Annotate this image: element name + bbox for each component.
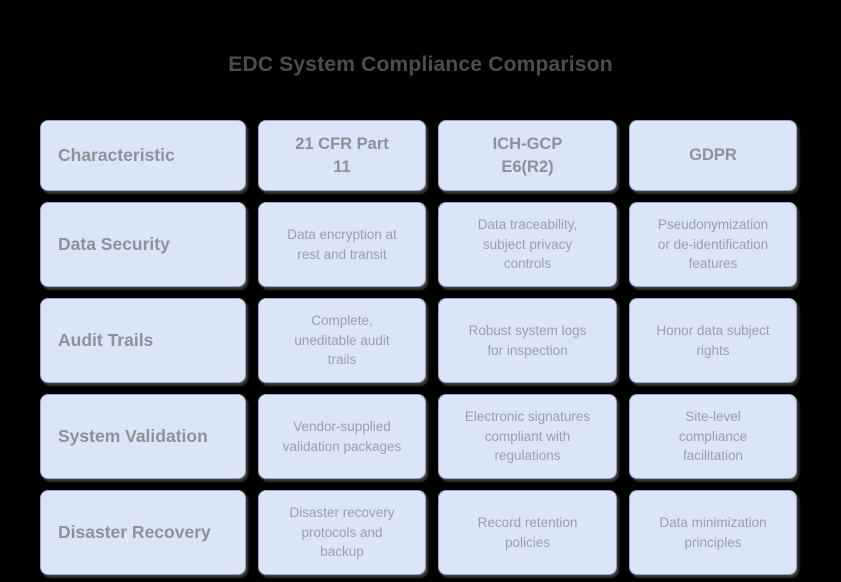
- data-cell: Data encryption at rest and transit: [258, 202, 426, 287]
- data-cell: Data minimization principles: [629, 490, 797, 575]
- data-cell: Data traceability, subject privacy contr…: [438, 202, 617, 287]
- data-cell: Vendor-supplied validation packages: [258, 394, 426, 479]
- data-cell: Honor data subject rights: [629, 298, 797, 383]
- data-cell: Complete, uneditable audit trails: [258, 298, 426, 383]
- data-cell: Electronic signatures compliant with reg…: [438, 394, 617, 479]
- comparison-grid: Characteristic 21 CFR Part 11 ICH-GCP E6…: [40, 120, 797, 575]
- header-cell-ich-gcp-e6r2: ICH-GCP E6(R2): [438, 120, 617, 191]
- data-cell: Disaster recovery protocols and backup: [258, 490, 426, 575]
- row-label-disaster-recovery: Disaster Recovery: [40, 490, 246, 575]
- data-cell: Robust system logs for inspection: [438, 298, 617, 383]
- header-cell-21-cfr-part-11: 21 CFR Part 11: [258, 120, 426, 191]
- data-cell: Pseudonymization or de-identification fe…: [629, 202, 797, 287]
- row-label-system-validation: System Validation: [40, 394, 246, 479]
- diagram-title: EDC System Compliance Comparison: [228, 53, 613, 76]
- row-label-data-security: Data Security: [40, 202, 246, 287]
- header-cell-characteristic: Characteristic: [40, 120, 246, 191]
- row-label-audit-trails: Audit Trails: [40, 298, 246, 383]
- data-cell: Record retention policies: [438, 490, 617, 575]
- data-cell: Site-level compliance facilitation: [629, 394, 797, 479]
- header-cell-gdpr: GDPR: [629, 120, 797, 191]
